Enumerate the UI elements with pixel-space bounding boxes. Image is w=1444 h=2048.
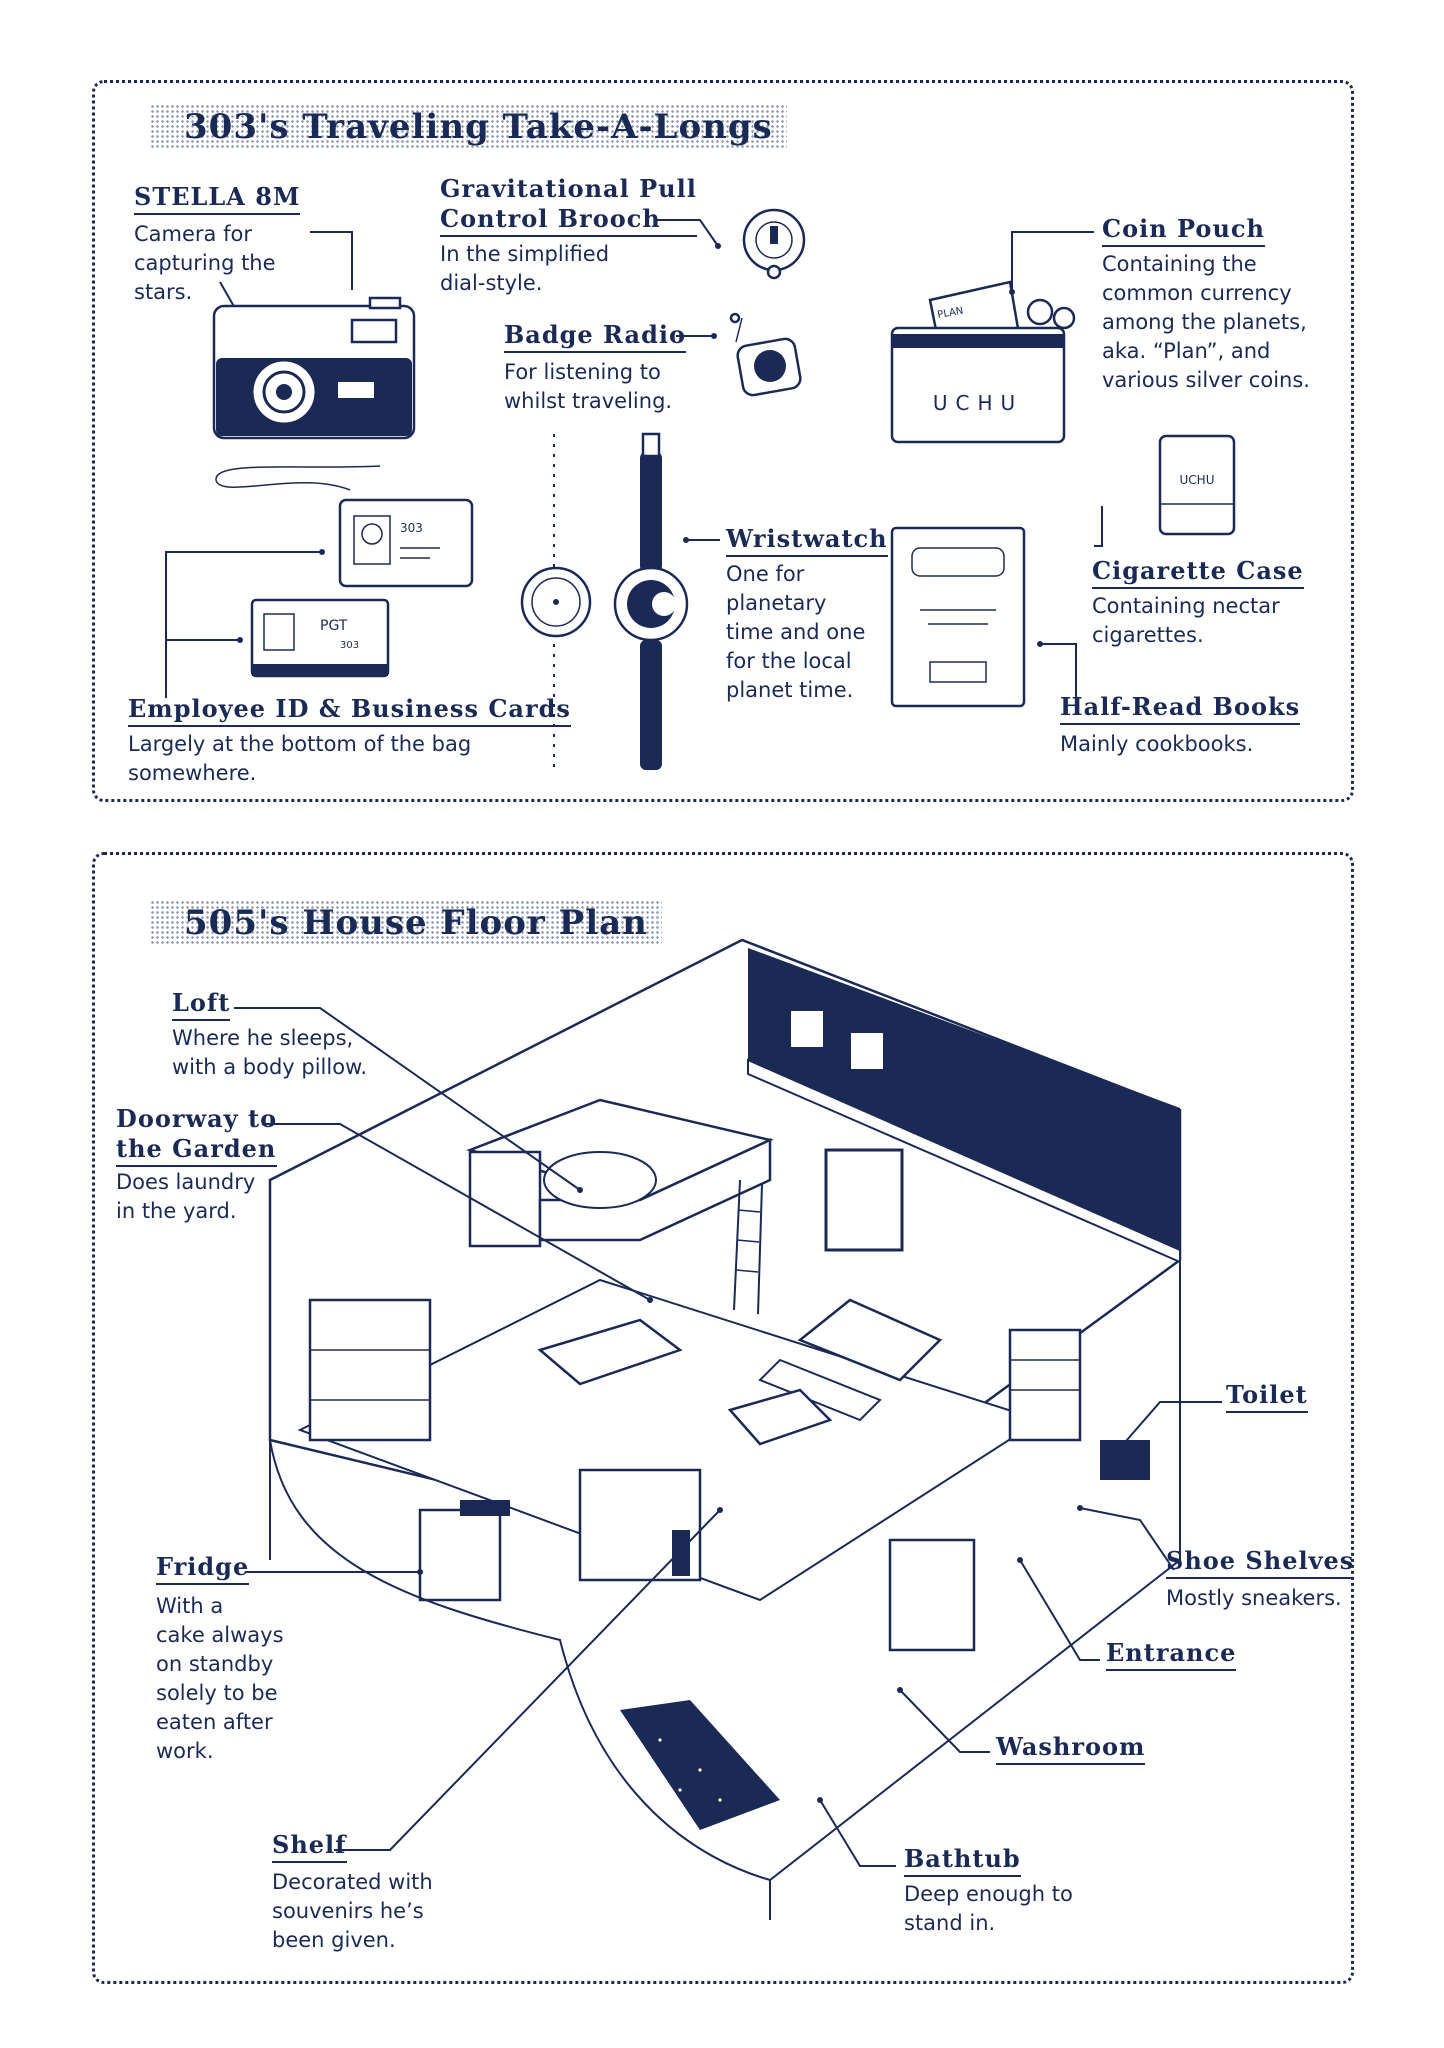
item-desc-wristwatch: One for planetary time and one for the l…: [726, 562, 866, 702]
item-desc-cigarette-case: Containing nectar cigarettes.: [1092, 594, 1280, 647]
room-label-loft: Loft: [172, 988, 231, 1021]
item-label-employee-id: Employee ID & Business Cards: [128, 694, 571, 727]
item-desc-radio: For listening to whilst traveling.: [504, 360, 673, 413]
take-alongs-title: 303's Traveling Take-A-Longs: [150, 104, 787, 150]
svg-text:PLAN: PLAN: [937, 306, 965, 321]
room-desc-loft: Where he sleeps, with a body pillow.: [172, 1026, 367, 1079]
item-label-wristwatch: Wristwatch: [726, 524, 888, 557]
room-label-fridge: Fridge: [156, 1552, 250, 1585]
item-desc-camera: Camera for capturing the stars.: [134, 222, 276, 304]
item-label-books: Half-Read Books: [1060, 692, 1301, 725]
item-label-camera: STELLA 8M: [134, 182, 301, 215]
room-desc-shelf: Decorated with souvenirs he’s been given…: [272, 1870, 433, 1952]
svg-text:UCHU: UCHU: [933, 391, 1023, 415]
svg-text:UCHU: UCHU: [1180, 473, 1215, 487]
svg-text:PGT: PGT: [320, 618, 348, 634]
item-label-coin-pouch: Coin Pouch: [1102, 214, 1265, 247]
item-label-radio: Badge Radio: [504, 320, 686, 353]
business-card-icon: PGT 303: [250, 598, 390, 678]
item-desc-books: Mainly cookbooks.: [1060, 732, 1254, 756]
room-label-shoe-shelves: Shoe Shelves: [1166, 1546, 1355, 1579]
room-desc-fridge: With a cake always on standby solely to …: [156, 1594, 284, 1763]
room-label-bathtub: Bathtub: [904, 1844, 1021, 1877]
room-label-shelf: Shelf: [272, 1830, 347, 1863]
cigarette-case-icon: UCHU: [1158, 434, 1236, 536]
house-cutaway-icon: [268, 938, 1182, 1920]
camera-icon: [212, 281, 416, 440]
employee-id-icon: 303: [215, 465, 474, 588]
room-label-toilet: Toilet: [1226, 1380, 1308, 1413]
room-desc-shoe-shelves: Mostly sneakers.: [1166, 1586, 1342, 1610]
item-desc-coin-pouch: Containing the common currency among the…: [1102, 252, 1310, 392]
brooch-icon: [742, 208, 806, 280]
room-label-entrance: Entrance: [1106, 1638, 1237, 1671]
item-label-cigarette-case: Cigarette Case: [1092, 556, 1304, 589]
item-label-brooch: Gravitational Pull Control Brooch: [440, 174, 697, 237]
floor-plan-title: 505's House Floor Plan: [150, 900, 662, 946]
item-desc-brooch: In the simplified dial-style.: [440, 242, 610, 295]
wristwatch-icon: [613, 432, 689, 770]
floor-plan-panel: [92, 852, 1354, 1984]
room-desc-bathtub: Deep enough to stand in.: [904, 1882, 1073, 1935]
pocket-watch-icon: [520, 434, 592, 770]
take-alongs-panel: [92, 80, 1354, 802]
room-label-washroom: Washroom: [996, 1732, 1146, 1765]
book-icon: [890, 526, 1026, 708]
room-label-garden-door: Doorway to the Garden: [116, 1104, 278, 1167]
svg-text:303: 303: [340, 640, 359, 651]
coin-pouch-icon: PLAN UCHU: [890, 280, 1076, 444]
item-desc-employee-id: Largely at the bottom of the bag somewhe…: [128, 732, 472, 785]
room-desc-garden-door: Does laundry in the yard.: [116, 1170, 256, 1223]
radio-icon: [729, 312, 802, 397]
svg-text:303: 303: [400, 521, 423, 535]
